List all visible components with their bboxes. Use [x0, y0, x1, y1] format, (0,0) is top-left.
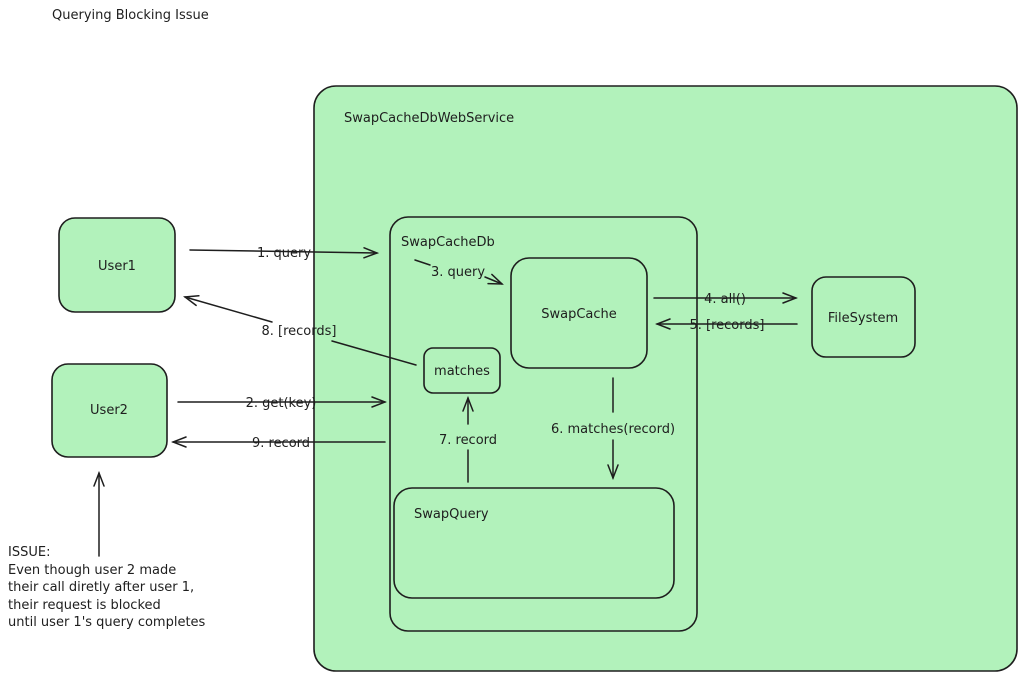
swapcache-label: SwapCache — [541, 307, 617, 322]
edge-5-label: 5. [records] — [690, 318, 765, 333]
edge-6-label: 6. matches(record) — [551, 422, 675, 437]
edge-1-label: 1. query — [257, 246, 311, 261]
user1-node[interactable] — [58, 217, 176, 313]
edge-3-label: 3. query — [431, 265, 485, 280]
filesystem-node[interactable] — [811, 276, 916, 358]
edge-7-label: 7. record — [439, 433, 497, 448]
user2-label: User2 — [90, 403, 128, 418]
swapquery-container[interactable] — [393, 487, 675, 599]
filesystem-label: FileSystem — [828, 311, 898, 326]
user2-node[interactable] — [51, 363, 168, 458]
arrow-3-query[interactable] — [414, 259, 502, 284]
issue-note: ISSUE: Even though user 2 made their cal… — [8, 545, 206, 630]
arrow-1-query[interactable] — [189, 250, 377, 253]
edge-9-label: 9. record — [252, 436, 310, 451]
user1-label: User1 — [98, 259, 136, 274]
edge-8-label: 8. [records] — [262, 324, 337, 339]
swapquery-label: SwapQuery — [414, 507, 489, 522]
swapcache-node[interactable] — [510, 257, 648, 369]
db-container-label: SwapCacheDb — [401, 235, 495, 250]
edge-4-label: 4. all() — [704, 292, 746, 307]
matches-label: matches — [434, 364, 490, 379]
service-container-label: SwapCacheDbWebService — [344, 111, 514, 126]
diagram-title: Querying Blocking Issue — [52, 8, 209, 23]
arrow-8-records[interactable] — [185, 297, 417, 366]
edge-2-label: 2. get(key) — [246, 396, 317, 411]
